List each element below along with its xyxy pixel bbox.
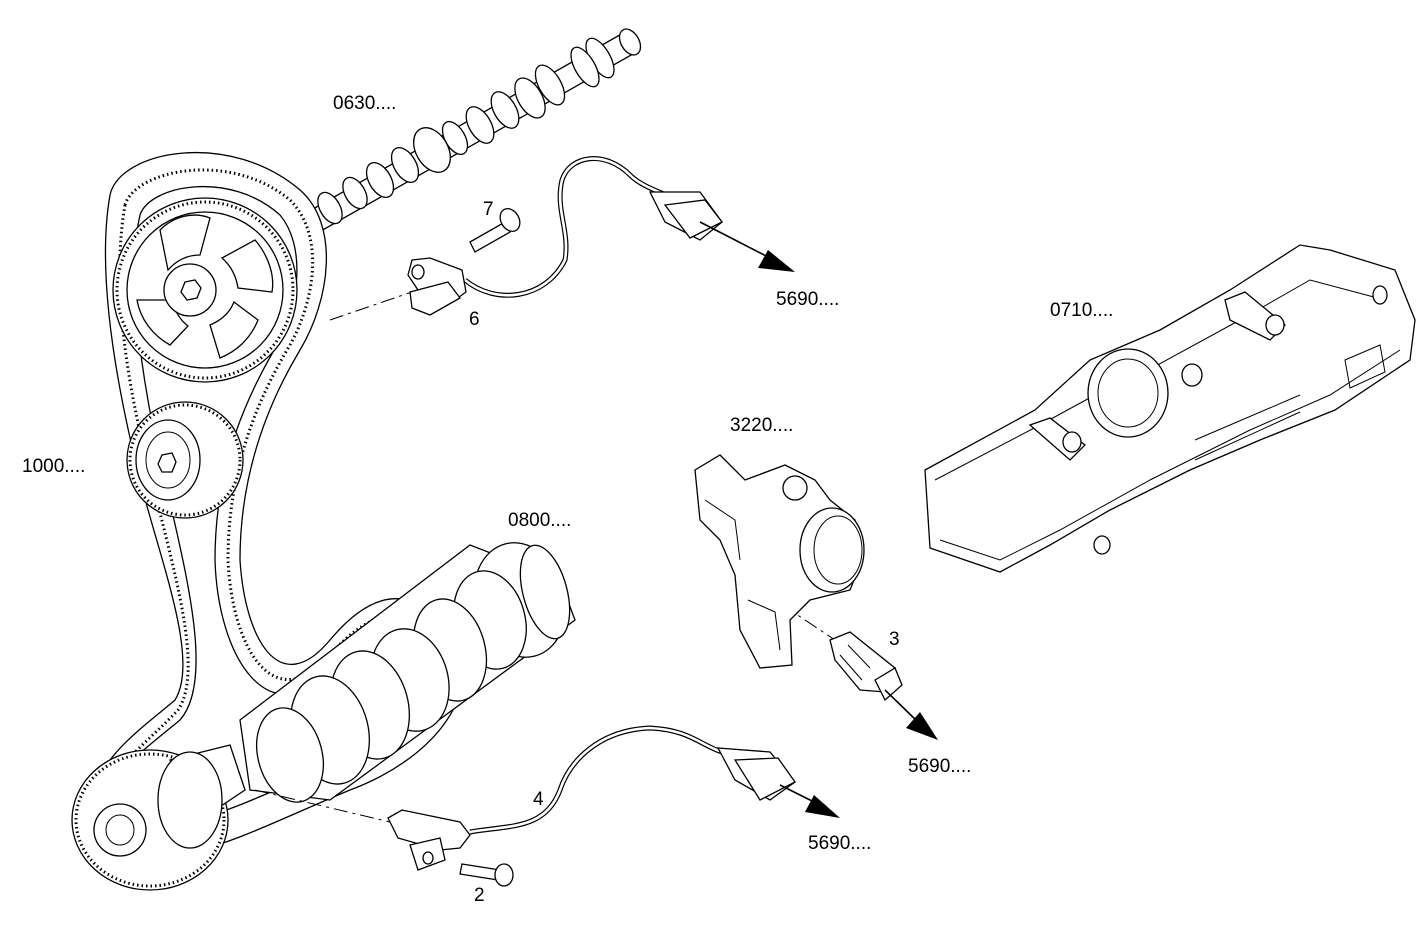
label-manifold: 0710....	[1050, 300, 1114, 321]
camshaft-pulley	[112, 197, 298, 383]
coolant-temperature-sensor	[829, 631, 903, 702]
arrow-to-5690-mid	[884, 689, 938, 740]
temp-sensor-axis	[759, 589, 836, 641]
label-camshaft: 0630....	[333, 93, 397, 114]
label-timing-belt: 1000....	[22, 456, 86, 477]
screw-7	[469, 208, 521, 253]
manifold-cover	[924, 244, 1416, 573]
arrow-to-5690-bottom	[779, 784, 840, 818]
screw-2	[459, 863, 514, 887]
camshaft-position-sensor	[407, 156, 723, 316]
label-wiring-mid: 5690....	[908, 756, 972, 777]
label-cam-sensor-6: 6	[469, 309, 480, 330]
cam-sensor-axis	[329, 291, 413, 321]
arrow-to-5690-top	[699, 221, 795, 272]
label-temp-sensor-3: 3	[889, 629, 900, 650]
camshaft	[289, 28, 642, 241]
label-thermostat-housing: 3220....	[730, 415, 794, 436]
label-screw-7: 7	[483, 199, 494, 220]
thermostat-housing	[694, 454, 865, 669]
label-crank-sensor-4: 4	[533, 789, 544, 810]
crankshaft	[239, 542, 576, 803]
crank-sensor-axis	[254, 789, 391, 823]
crankshaft-position-sensor	[387, 725, 796, 871]
label-crankshaft: 0800....	[508, 510, 572, 531]
label-wiring-bottom: 5690....	[808, 833, 872, 854]
crankshaft-pulley	[71, 744, 246, 891]
belt-tensioner	[126, 401, 244, 519]
label-wiring-top: 5690....	[776, 289, 840, 310]
label-screw-2: 2	[474, 885, 485, 906]
